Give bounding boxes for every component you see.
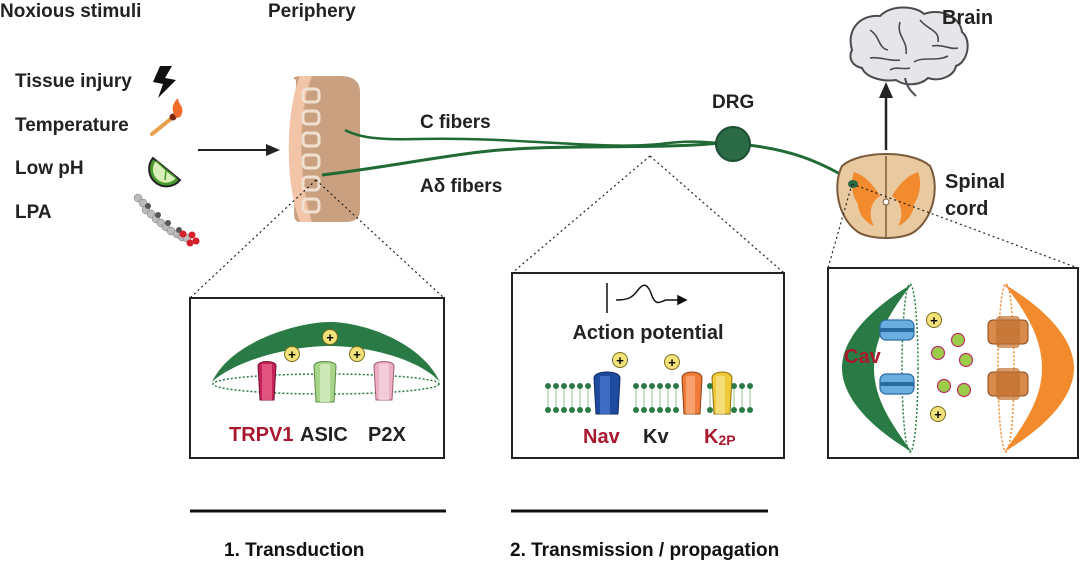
cav-channel-icon (879, 319, 915, 341)
asic-label: ASIC (300, 424, 348, 446)
transmission-panel: Action potential (511, 272, 785, 459)
ion-icon: + (322, 329, 338, 345)
spinal-cord-label-line2: cord (945, 198, 988, 220)
periphery-title: Periphery (268, 1, 356, 22)
kv-channel-icon (681, 371, 703, 415)
p2x-channel-icon (373, 361, 395, 401)
nav-label: Nav (583, 426, 621, 448)
ion-icon: + (349, 346, 365, 362)
ion-icon: + (926, 312, 942, 328)
skin-block (288, 75, 360, 223)
trpv1-label: TRPV1 (229, 424, 293, 446)
stimulus-arrow (198, 144, 280, 156)
synapse-panel: + + Cav (827, 267, 1079, 459)
drg-label: DRG (712, 92, 754, 113)
stimulus-low-ph: Low pH (15, 158, 84, 179)
svg-text:+: + (288, 347, 296, 362)
cav-channel-icon (879, 373, 915, 395)
p2x-label: P2X (368, 424, 406, 446)
brain-label: Brain (942, 7, 993, 29)
brain-icon (849, 6, 969, 97)
svg-text:+: + (616, 353, 624, 368)
stimulus-lpa: LPA (15, 202, 52, 223)
spinal-cord-label-line1: Spinal (945, 171, 1005, 193)
ion-icon: + (284, 346, 300, 362)
cav-label: Cav (844, 346, 882, 368)
svg-text:+: + (930, 313, 938, 328)
stimulus-tissue-injury: Tissue injury (15, 71, 132, 92)
stimuli-heading: Noxious stimuli (0, 1, 141, 22)
lime-icon (148, 156, 182, 188)
receptor-icon (987, 368, 1029, 400)
section-transmission: 2. Transmission / propagation (510, 540, 779, 561)
k2p-label: K2P (704, 426, 736, 448)
section-transduction: 1. Transduction (224, 540, 364, 561)
stimulus-temperature: Temperature (15, 115, 129, 136)
lpa-molecule-icon (133, 193, 200, 247)
svg-text:+: + (934, 407, 942, 422)
ion-icon: + (612, 352, 628, 368)
svg-text:+: + (326, 330, 334, 345)
svg-text:+: + (668, 355, 676, 370)
action-potential-label: Action potential (572, 322, 723, 344)
receptor-icon (987, 316, 1029, 348)
transduction-panel: + + + TRPV1 ASIC P2X (189, 297, 445, 459)
asic-channel-icon (313, 361, 337, 403)
match-flame-icon (150, 98, 183, 136)
ion-icon: + (930, 406, 946, 422)
c-fibers-label: C fibers (420, 112, 491, 133)
lightning-icon (153, 66, 176, 98)
k2p-channel-icon (711, 371, 733, 415)
ad-fibers-label: Aδ fibers (420, 176, 502, 197)
drg-ganglion (715, 126, 751, 162)
action-potential-trace-icon (606, 283, 688, 313)
trpv1-channel-icon (257, 361, 277, 401)
svg-text:+: + (353, 347, 361, 362)
nerve-fibers (321, 128, 854, 186)
ion-icon: + (664, 354, 680, 370)
kv-label: Kv (643, 426, 669, 448)
zoom-guides (189, 155, 1079, 299)
ascending-arrow (879, 82, 893, 150)
vesicle-icon (930, 332, 974, 398)
nav-channel-icon (593, 371, 621, 415)
